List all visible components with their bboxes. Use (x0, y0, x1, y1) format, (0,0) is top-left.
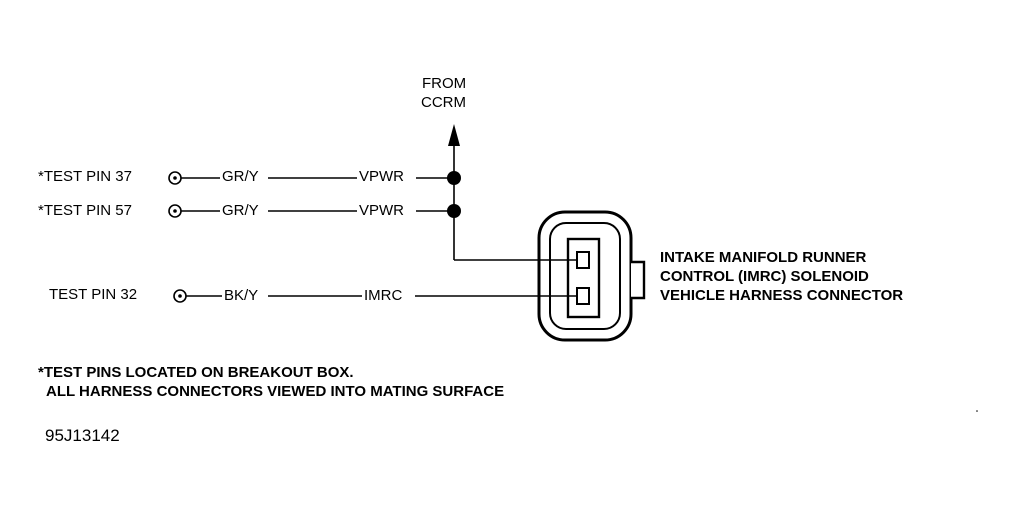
connector-label-line1: INTAKE MANIFOLD RUNNER (660, 249, 867, 266)
test-pin-32-circuit: IMRC (364, 287, 403, 304)
note-line2: ALL HARNESS CONNECTORS VIEWED INTO MATIN… (46, 383, 505, 400)
speck (976, 410, 978, 412)
connector-label-line3: VEHICLE HARNESS CONNECTOR (660, 287, 904, 304)
test-pin-57-color-code: GR/Y (222, 202, 259, 219)
source-label-line1: FROM (422, 75, 467, 92)
test-pin-37-label: *TEST PIN 37 (38, 168, 132, 185)
test-pin-37-terminal (168, 171, 182, 185)
source-label-line2: CCRM (421, 94, 466, 111)
splice-dot-icon (447, 204, 461, 218)
note-line1: *TEST PINS LOCATED ON BREAKOUT BOX. (38, 364, 354, 381)
harness-connector-icon (537, 210, 646, 342)
test-pin-57-circuit: VPWR (359, 202, 404, 219)
test-pin-57-terminal (168, 204, 182, 218)
test-pin-32-terminal (173, 289, 187, 303)
connector-label-line2: CONTROL (IMRC) SOLENOID (660, 268, 869, 285)
splice-dot-icon (447, 171, 461, 185)
arrow-up-icon (448, 124, 460, 146)
figure-id: 95J13142 (45, 426, 120, 445)
test-pin-32-color-code: BK/Y (224, 287, 259, 304)
test-pin-37-color-code: GR/Y (222, 168, 259, 185)
test-pin-32-label: TEST PIN 32 (49, 286, 138, 303)
test-pin-57-label: *TEST PIN 57 (38, 202, 132, 219)
test-pin-37-circuit: VPWR (359, 168, 404, 185)
